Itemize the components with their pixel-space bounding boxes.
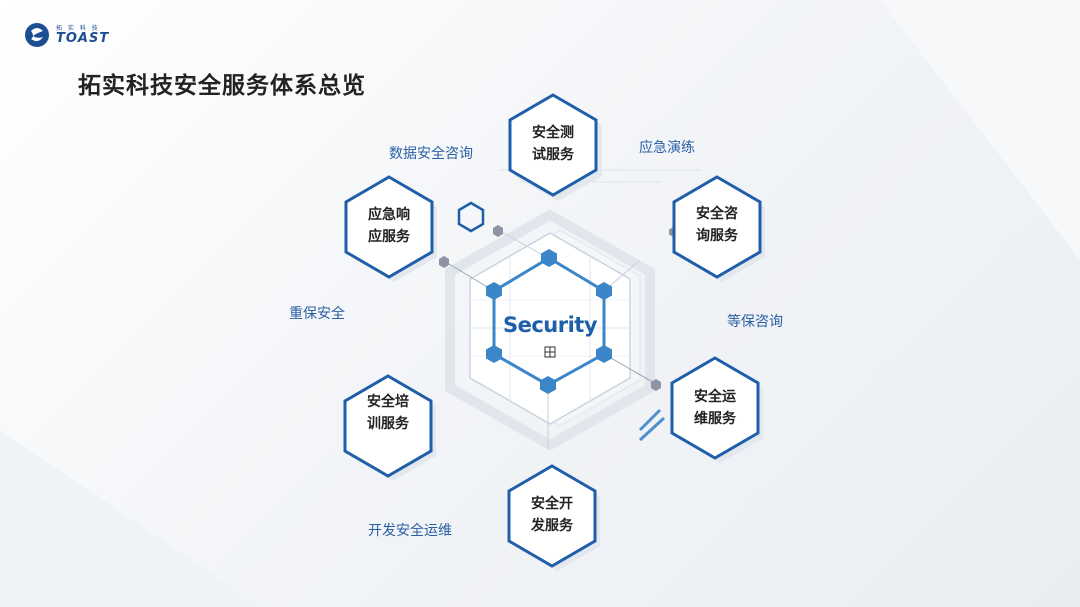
small-outline-hex bbox=[457, 201, 485, 233]
service-train-label: 安全培 训服务 bbox=[367, 394, 409, 432]
service-hex-response bbox=[344, 175, 437, 282]
connector-dot bbox=[493, 225, 503, 237]
label-data-consult: 数据安全咨询 bbox=[389, 146, 473, 162]
connector-dot bbox=[439, 256, 449, 268]
connector-dot bbox=[651, 379, 661, 391]
outer-hex-frame bbox=[445, 209, 655, 451]
company-logo: 拓 实 科 技 TOAST bbox=[24, 22, 109, 48]
center-security-title: Security bbox=[502, 313, 598, 337]
service-consult-label: 安全咨 询服务 bbox=[696, 206, 738, 244]
service-ops-label: 安全运 维服务 bbox=[694, 389, 736, 427]
ring-node bbox=[540, 376, 556, 394]
label-devops: 开发安全运维 bbox=[368, 523, 452, 539]
service-hex-consult bbox=[672, 175, 765, 282]
ring-node bbox=[486, 282, 502, 300]
grid-icon bbox=[544, 346, 556, 358]
service-hex-ops bbox=[670, 356, 763, 463]
toast-logo-icon bbox=[25, 23, 49, 47]
logo-wordmark: TOAST bbox=[56, 30, 110, 46]
service-test-label: 安全测 试服务 bbox=[532, 125, 574, 163]
label-classified: 等保咨询 bbox=[727, 314, 783, 330]
logo-subtext: 拓 实 科 技 bbox=[56, 24, 100, 32]
service-hex-train bbox=[343, 374, 436, 481]
label-drill: 应急演练 bbox=[639, 140, 695, 156]
label-guard: 重保安全 bbox=[289, 306, 345, 322]
service-dev-label: 安全开 发服务 bbox=[531, 496, 573, 534]
ring-node bbox=[596, 282, 612, 300]
ring-node bbox=[486, 345, 502, 363]
service-response-label: 应急响 应服务 bbox=[368, 207, 410, 245]
ring-node bbox=[596, 345, 612, 363]
page-title: 拓实科技安全服务体系总览 bbox=[78, 73, 366, 99]
ring-node bbox=[541, 249, 557, 267]
service-hex-test bbox=[508, 93, 602, 201]
service-hex-dev bbox=[507, 464, 600, 571]
ring-nodes bbox=[486, 249, 612, 394]
